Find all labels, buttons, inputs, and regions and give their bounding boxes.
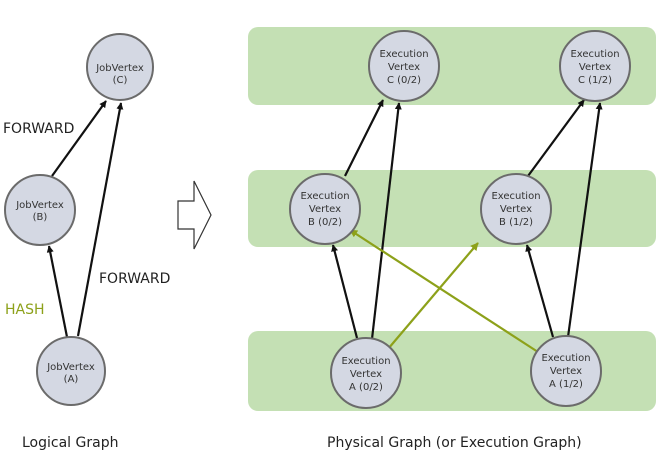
transform-arrow [177, 180, 212, 250]
physical-edge-a0-to-c0 [370, 102, 402, 340]
execution-vertex-a1-line2: Vertex [550, 366, 582, 377]
forward-label-bottom: FORWARD [99, 271, 170, 287]
forward-label-top: FORWARD [3, 121, 74, 137]
logical-edge-a-to-c [76, 102, 124, 337]
physical-edge-a1-to-b1 [525, 244, 555, 338]
stage-band-c [248, 27, 656, 105]
execution-vertex-c1-line1: Execution [570, 49, 619, 60]
execution-vertex-b1: Execution Vertex B (1/2) [480, 173, 552, 245]
hash-label: HASH [5, 302, 45, 318]
execution-vertex-a0: Execution Vertex A (0/2) [330, 337, 402, 409]
execution-vertex-a0-line1: Execution [341, 356, 390, 367]
logical-graph-caption: Logical Graph [22, 435, 118, 451]
execution-vertex-a0-line2: Vertex [350, 369, 382, 380]
execution-vertex-c1-line2: Vertex [579, 62, 611, 73]
execution-vertex-c0-line1: Execution [379, 49, 428, 60]
logical-node-c-type: JobVertex [95, 63, 144, 74]
physical-graph-caption: Physical Graph (or Execution Graph) [327, 435, 582, 451]
execution-vertex-b0-line1: Execution [300, 191, 349, 202]
logical-node-c: JobVertex (C) [86, 33, 154, 101]
physical-edge-a1-to-c1 [566, 102, 603, 338]
execution-vertex-c1-line3: C (1/2) [578, 75, 612, 86]
execution-vertex-a1: Execution Vertex A (1/2) [530, 335, 602, 407]
execution-vertex-a1-line1: Execution [541, 353, 590, 364]
logical-node-a-type: JobVertex [46, 362, 95, 373]
execution-vertex-a1-line3: A (1/2) [549, 379, 583, 390]
logical-node-b-id: (B) [33, 212, 48, 223]
execution-vertex-b1-line1: Execution [491, 191, 540, 202]
execution-vertex-b0-line3: B (0/2) [308, 217, 342, 228]
logical-node-b-type: JobVertex [15, 200, 64, 211]
physical-edge-a0-to-b0 [331, 244, 359, 339]
execution-vertex-c0-line2: Vertex [388, 62, 420, 73]
logical-node-a-id: (A) [64, 374, 79, 385]
logical-edge-b-to-c [51, 100, 107, 177]
physical-edge-b1-to-c1 [527, 99, 585, 177]
logical-node-b: JobVertex (B) [4, 174, 76, 246]
execution-vertex-c1: Execution Vertex C (1/2) [559, 30, 631, 102]
execution-vertex-b1-line2: Vertex [500, 204, 532, 215]
execution-vertex-c0-line3: C (0/2) [387, 75, 421, 86]
logical-edge-a-to-b [46, 245, 69, 338]
logical-node-a: JobVertex (A) [36, 336, 106, 406]
hash-edge-a1-to-b0 [349, 229, 539, 353]
execution-vertex-b1-line3: B (1/2) [499, 217, 533, 228]
execution-vertex-b0-line2: Vertex [309, 204, 341, 215]
hash-edge-a0-to-b1 [387, 242, 479, 350]
execution-vertex-b0: Execution Vertex B (0/2) [289, 173, 361, 245]
execution-vertex-a0-line3: A (0/2) [349, 382, 383, 393]
execution-vertex-c0: Execution Vertex C (0/2) [368, 30, 440, 102]
physical-edge-b0-to-c0 [344, 99, 384, 177]
logical-node-c-id: (C) [113, 75, 128, 86]
